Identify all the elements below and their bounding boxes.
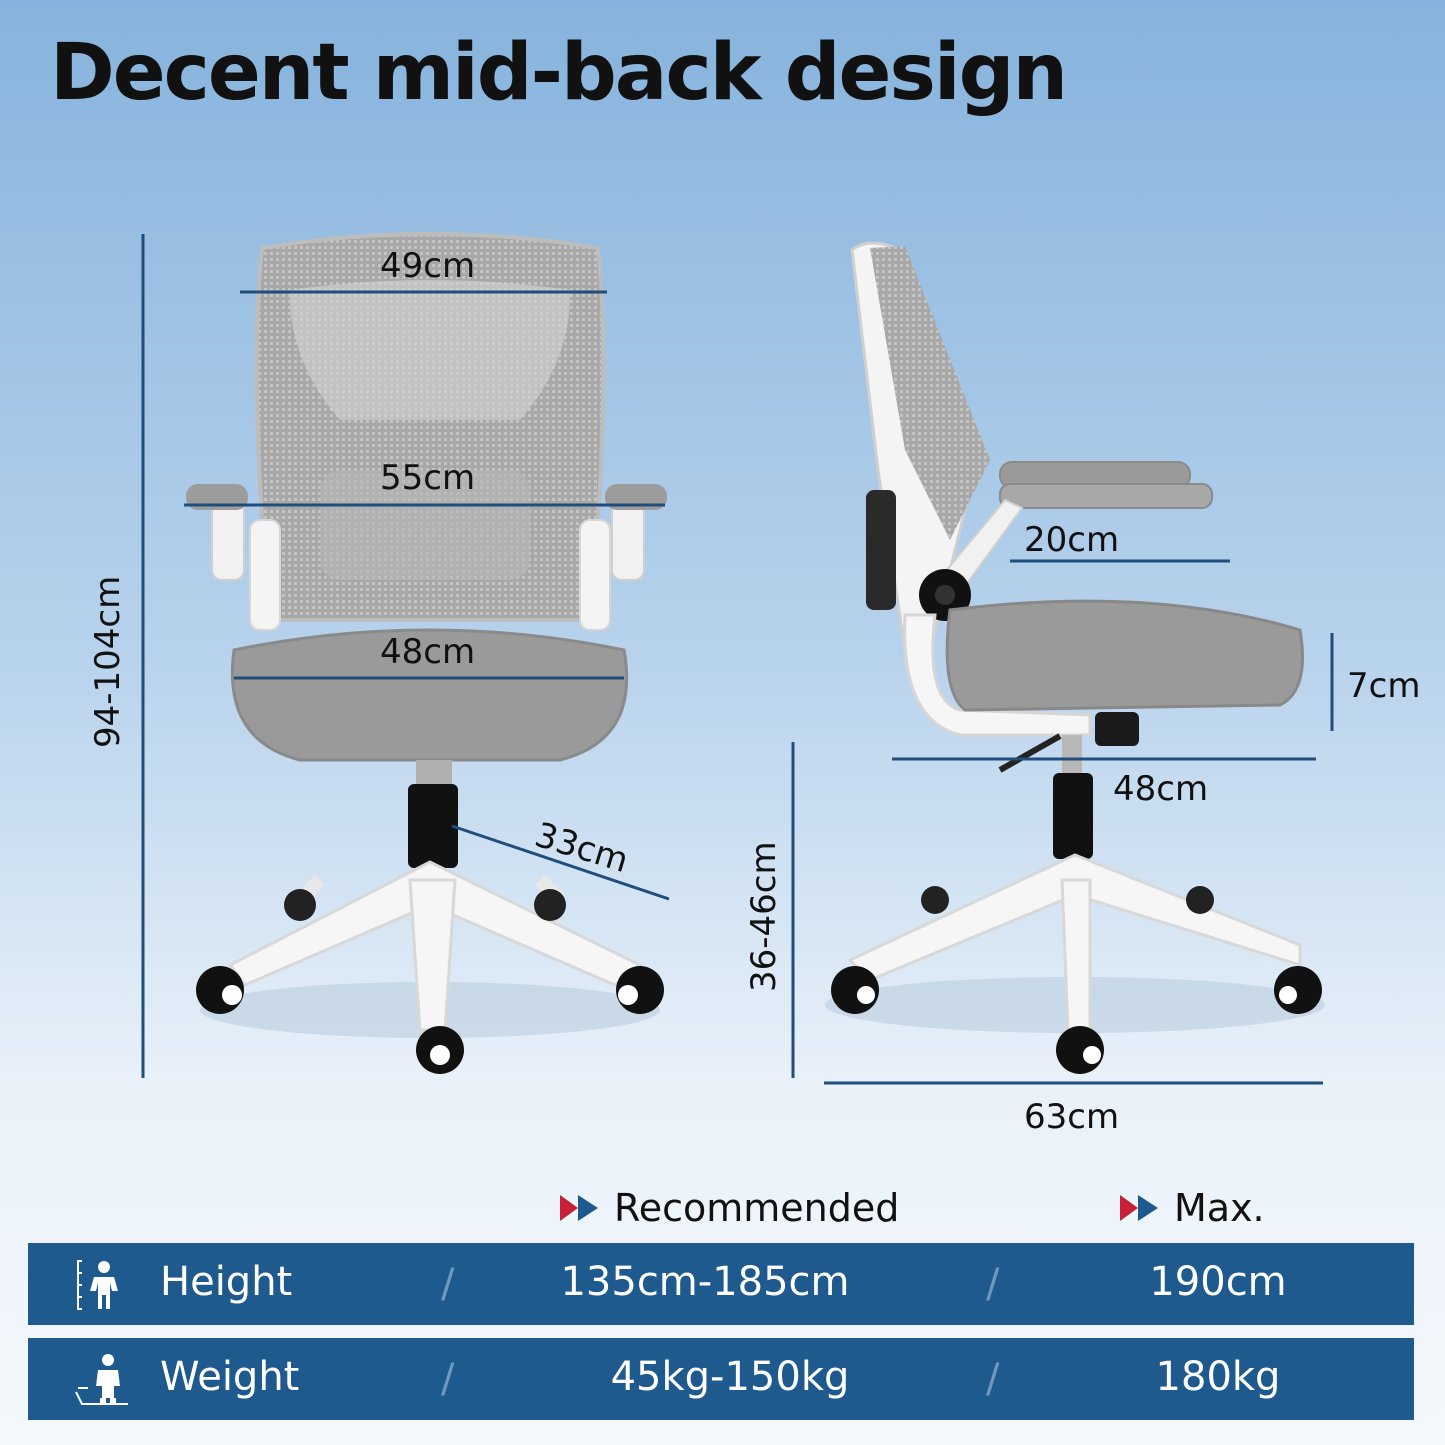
separator: /: [441, 1261, 455, 1307]
armrest-depth-label: 20cm: [1024, 520, 1120, 560]
seat-height-label: 36-46cm: [744, 841, 784, 992]
arm-width-label: 55cm: [380, 458, 476, 498]
height-recommended-value: 135cm-185cm: [560, 1259, 850, 1305]
base-depth-label: 63cm: [1024, 1097, 1120, 1137]
height-max-value: 190cm: [1149, 1259, 1287, 1305]
table-row-weight: Weight / 45kg-150kg / 180kg: [28, 1338, 1414, 1420]
side-dimension-lines: [791, 559, 1334, 1085]
header-max: Max.: [1118, 1186, 1265, 1230]
double-arrow-icon: [1120, 1195, 1158, 1221]
weight-recommended-value: 45kg-150kg: [610, 1354, 850, 1400]
back-width-label: 49cm: [380, 246, 476, 286]
double-arrow-icon: [560, 1195, 598, 1221]
weight-row-label: Weight: [160, 1354, 300, 1400]
height-person-icon: [77, 1260, 118, 1310]
separator: /: [986, 1261, 1000, 1307]
separator: /: [986, 1356, 1000, 1402]
height-row-label: Height: [160, 1259, 293, 1305]
table-row-height: Height / 135cm-185cm / 190cm: [28, 1243, 1414, 1325]
header-recommended: Recommended: [558, 1186, 899, 1230]
front-dimension-lines: [141, 234, 670, 1078]
weight-scale-icon: [75, 1354, 128, 1405]
page-title: Decent mid-back design: [50, 28, 1068, 118]
header-max-label: Max.: [1174, 1186, 1265, 1230]
weight-max-value: 180kg: [1155, 1354, 1281, 1400]
seat-thickness-label: 7cm: [1347, 666, 1421, 706]
separator: /: [441, 1356, 455, 1402]
header-recommended-label: Recommended: [614, 1186, 900, 1230]
side-chair: [825, 241, 1325, 1074]
total-height-label: 94-104cm: [88, 575, 128, 748]
front-chair: [186, 232, 667, 1074]
seat-width-label: 48cm: [380, 632, 476, 672]
seat-depth-label: 48cm: [1113, 769, 1209, 809]
